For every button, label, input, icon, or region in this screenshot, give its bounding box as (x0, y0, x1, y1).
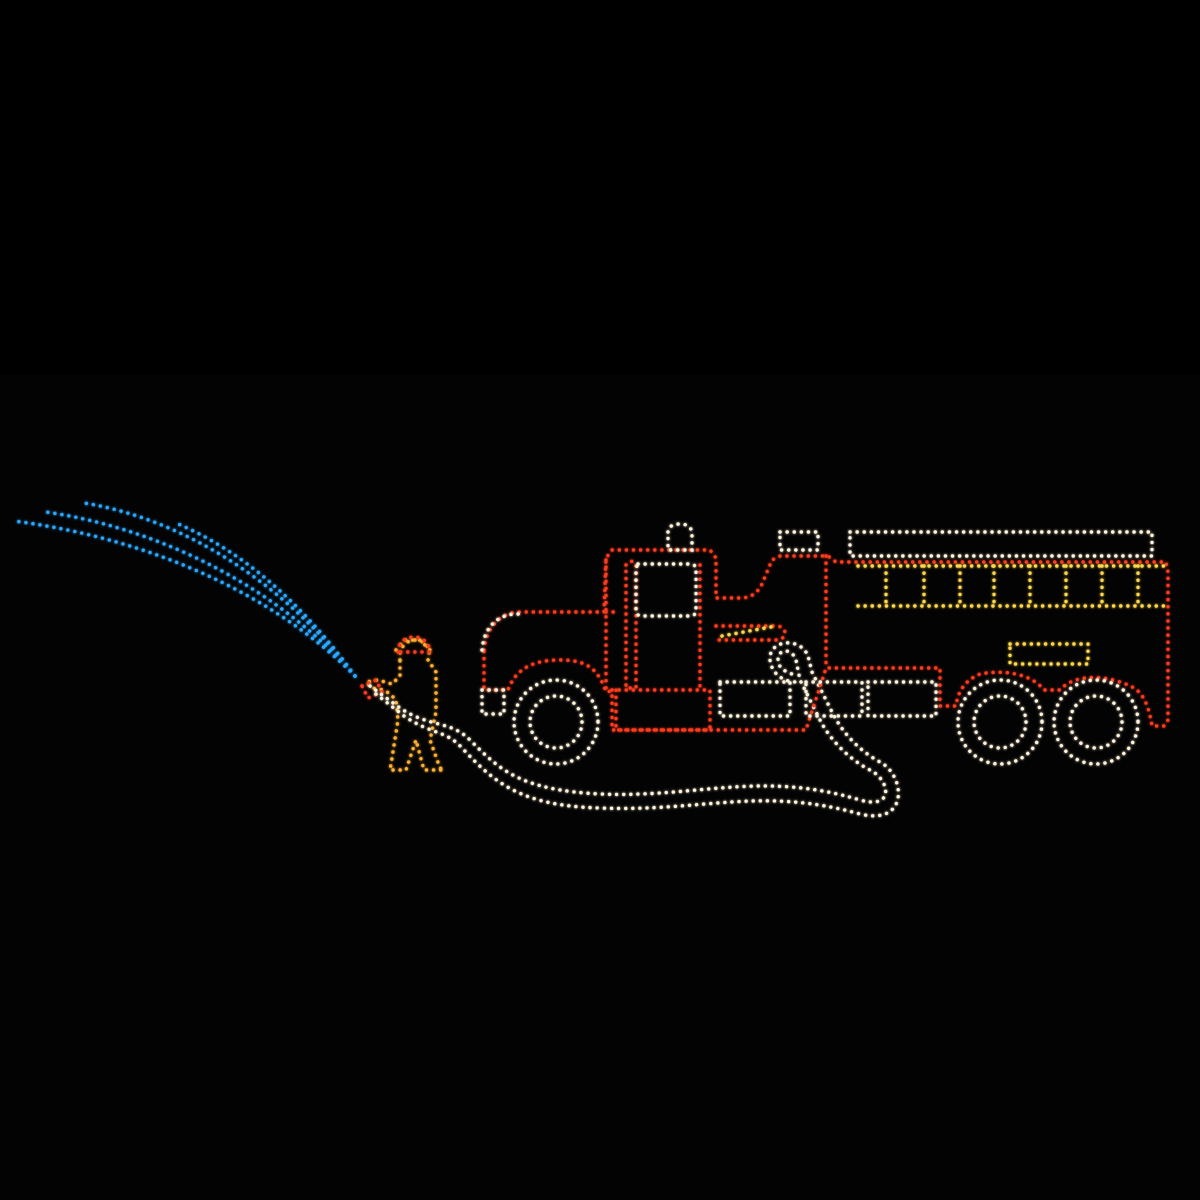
light-string-segment (1008, 642, 1090, 666)
water-spray (12, 501, 357, 678)
light-string-segment (848, 530, 1154, 558)
light-string-segment (368, 649, 888, 804)
background-upper (0, 0, 1200, 375)
light-string-segment (528, 694, 584, 750)
light-string-segment (634, 562, 698, 618)
firefighter (362, 638, 445, 772)
light-string-segment (174, 521, 357, 678)
light-string-segment (866, 680, 938, 718)
light-string-segment (610, 688, 712, 732)
firefighter-helmet (359, 635, 432, 701)
light-string-segment (804, 680, 864, 718)
background-lower (0, 375, 1200, 1200)
light-string-segment (362, 638, 445, 772)
truck-body (482, 548, 1170, 732)
light-string-segment (1068, 694, 1124, 750)
light-string-segment (778, 530, 820, 552)
truck-wheels (512, 678, 1140, 766)
light-string-segment (666, 522, 694, 552)
light-string-segment (720, 624, 778, 638)
light-string-segment (1052, 678, 1140, 766)
light-string-segment (12, 519, 357, 678)
light-string-segment (396, 635, 432, 654)
light-string-segment (480, 688, 506, 716)
light-string-segment (359, 677, 385, 701)
light-string-segment (374, 641, 901, 818)
light-string-segment (718, 680, 792, 718)
light-string-segment (512, 678, 600, 766)
light-string-segment (956, 678, 1044, 766)
truck-ladder (720, 564, 1168, 666)
light-string-segment (44, 510, 357, 678)
truck-cab-window (480, 522, 1154, 716)
light-string-segment (480, 612, 522, 652)
truck-compartments (718, 680, 938, 718)
fire-hose (368, 641, 901, 818)
light-string-segment (972, 694, 1028, 750)
light-string-segment (482, 548, 1170, 732)
light-string-segment (714, 624, 787, 642)
